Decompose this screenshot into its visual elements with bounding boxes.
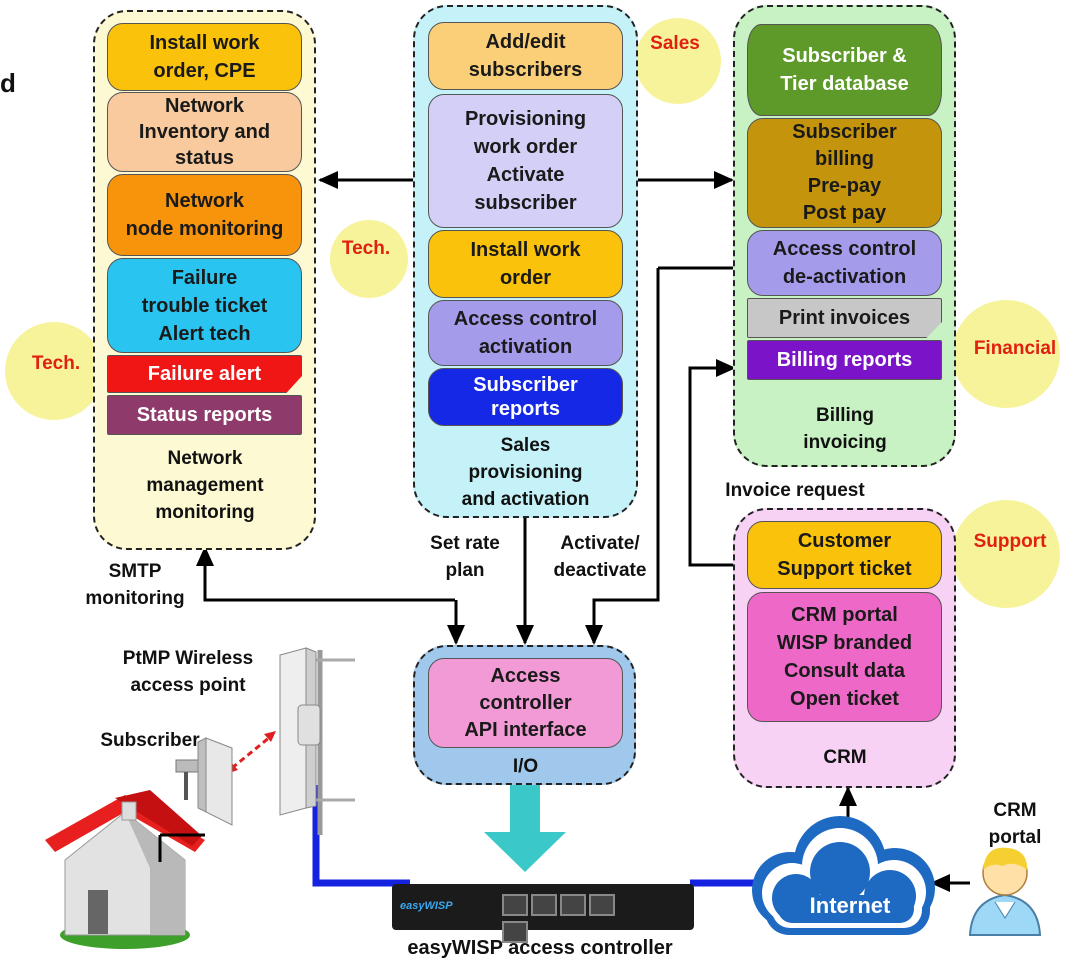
customer-support-ticket: Customer Support ticket	[747, 521, 942, 589]
network-inventory-status: Network Inventory and status	[107, 92, 302, 172]
arrow-activate-deactivate	[585, 268, 660, 645]
sales-install-work-order: Install work order	[428, 230, 623, 298]
print-invoices: Print invoices	[747, 298, 942, 338]
sales-panel-title: Sales provisioning and activation	[461, 435, 590, 510]
failure-alert: Failure alert	[107, 355, 302, 393]
tech-left-label: Tech.	[31, 353, 81, 374]
ptmp-ap-label: PtMP Wireless access point	[122, 648, 254, 696]
install-work-order-cpe: Install work order, CPE	[107, 23, 302, 91]
access-control-deactivation: Access control de-activation	[747, 230, 942, 296]
crm-portal-box: CRM portal WISP branded Consult data Ope…	[747, 592, 942, 722]
device-brand-text: easyWISP	[400, 900, 453, 912]
sales-role-circle	[635, 18, 721, 104]
billing-reports: Billing reports	[747, 340, 942, 380]
internet-label: Internet	[809, 893, 891, 918]
tech-left-circle	[5, 322, 103, 420]
failure-trouble-ticket: Failure trouble ticket Alert tech	[107, 258, 302, 353]
crm-panel-title: CRM	[823, 747, 867, 768]
access-control-activation: Access control activation	[428, 300, 623, 366]
network-panel-title: Network management monitoring	[146, 448, 264, 523]
set-rate-plan-label: Set rate plan	[430, 533, 500, 581]
arrow-smtp-monitoring	[196, 546, 455, 602]
support-circle	[952, 500, 1060, 608]
add-edit-subscribers: Add/edit subscribers	[428, 22, 623, 90]
access-controller-device: easyWISP	[392, 884, 694, 943]
access-controller-api: Access controller API interface	[428, 658, 623, 748]
wireless-link	[231, 735, 271, 770]
billing-panel-title: Billing invoicing	[803, 405, 887, 453]
financial-label: Financial	[973, 338, 1057, 359]
smtp-monitoring-label: SMTP monitoring	[85, 561, 185, 609]
status-reports: Status reports	[107, 395, 302, 435]
activate-deactivate-label: Activate/ deactivate	[553, 533, 647, 581]
invoice-request-label: Invoice request	[725, 480, 865, 501]
ethernet-ports	[502, 894, 642, 943]
sales-role-label: Sales	[650, 33, 700, 54]
network-node-monitoring: Network node monitoring	[107, 174, 302, 256]
arrow-invoice-request	[688, 359, 736, 567]
financial-circle	[952, 300, 1060, 408]
tech-mid-circle	[330, 220, 408, 298]
subscriber-label: Subscriber	[100, 730, 200, 751]
corner-text: d	[0, 68, 16, 98]
subscriber-tier-database: Subscriber & Tier database	[747, 24, 942, 116]
io-panel-title: I/O	[512, 756, 539, 777]
ethernet-cable	[312, 785, 410, 887]
subscriber-reports: Subscriber reports	[428, 368, 623, 426]
support-label: Support	[973, 531, 1047, 552]
tech-mid-label: Tech.	[341, 238, 391, 259]
provisioning-work-order: Provisioning work order Activate subscri…	[428, 94, 623, 228]
crm-portal-label: CRM portal	[988, 800, 1042, 848]
io-down-arrow	[484, 785, 566, 872]
subscriber-billing: Subscriber billing Pre-pay Post pay	[747, 118, 942, 228]
